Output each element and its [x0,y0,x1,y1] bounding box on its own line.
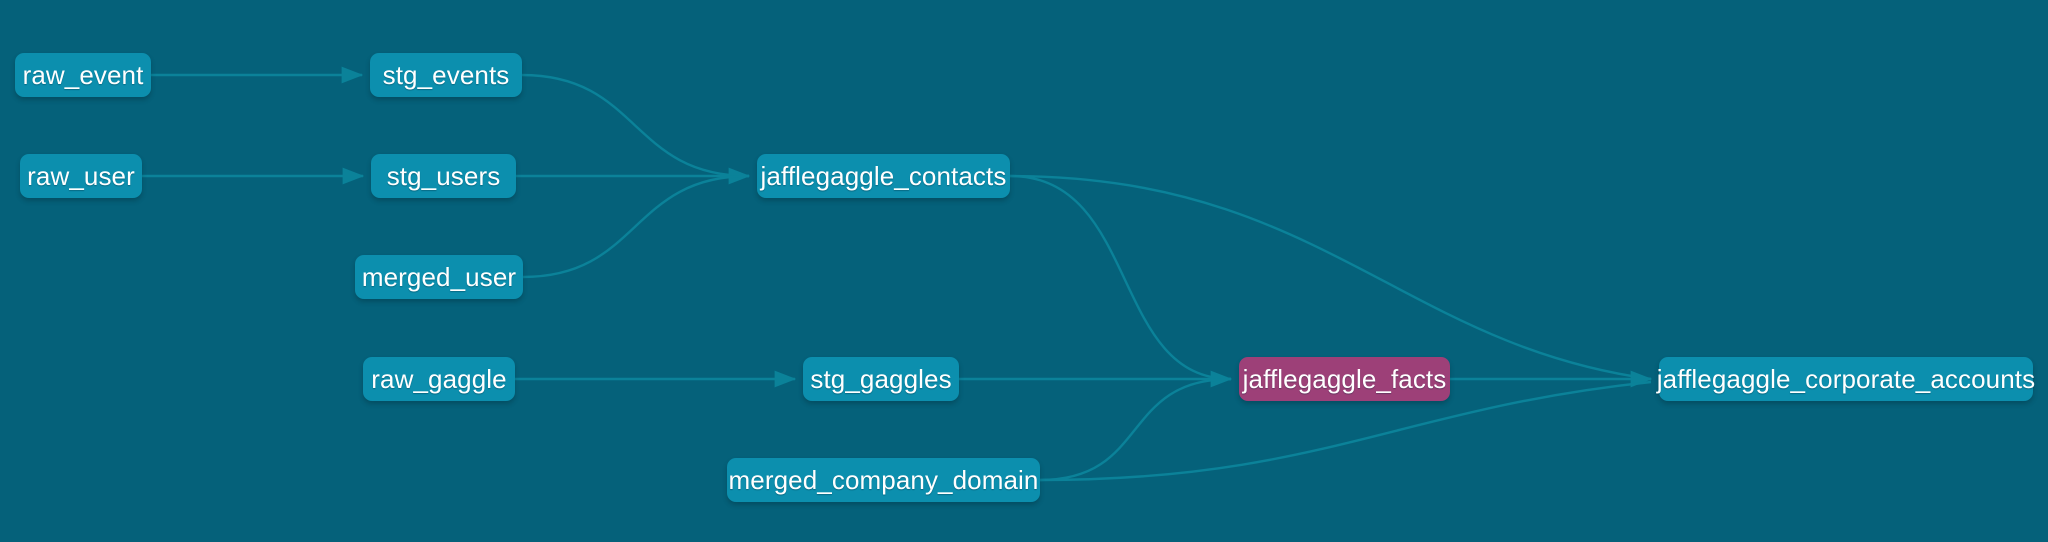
node-label: merged_user [361,262,517,292]
node-label: jafflegaggle_contacts [760,161,1007,191]
node-stg_gaggles[interactable]: stg_gaggles [803,357,959,401]
edge-merged_company_domain-to-jafflegaggle_facts [1039,377,1232,482]
node-label: raw_user [27,161,135,191]
node-label: raw_event [22,60,144,90]
node-merged_company_domain[interactable]: merged_company_domain [727,458,1040,502]
node-stg_users[interactable]: stg_users [371,154,516,198]
node-raw_gaggle[interactable]: raw_gaggle [363,357,515,401]
edge-merged_user-to-jafflegaggle_contacts [522,174,750,279]
edge-stg_events-to-jafflegaggle_contacts [521,73,750,178]
node-jafflegaggle_corporate_accounts[interactable]: jafflegaggle_corporate_accounts [1656,357,2036,401]
node-raw_user[interactable]: raw_user [20,154,142,198]
node-label: merged_company_domain [728,465,1039,495]
node-merged_user[interactable]: merged_user [355,255,523,299]
edges-group [142,66,1653,482]
node-label: jafflegaggle_facts [1242,364,1447,394]
node-raw_event[interactable]: raw_event [15,53,151,97]
edge-merged_company_domain-to-jafflegaggle_corporate_accounts [1039,380,1652,482]
node-label: stg_users [386,161,501,191]
node-label: jafflegaggle_corporate_accounts [1656,364,2036,394]
edge-jafflegaggle_contacts-to-jafflegaggle_corporate_accounts [1009,174,1652,381]
edge-jafflegaggle_contacts-to-jafflegaggle_facts [1009,174,1232,381]
node-stg_events[interactable]: stg_events [370,53,522,97]
node-label: stg_events [382,60,510,90]
node-label: raw_gaggle [371,364,507,394]
node-label: stg_gaggles [810,364,952,394]
node-jafflegaggle_contacts[interactable]: jafflegaggle_contacts [757,154,1010,198]
node-jafflegaggle_facts[interactable]: jafflegaggle_facts [1239,357,1450,401]
